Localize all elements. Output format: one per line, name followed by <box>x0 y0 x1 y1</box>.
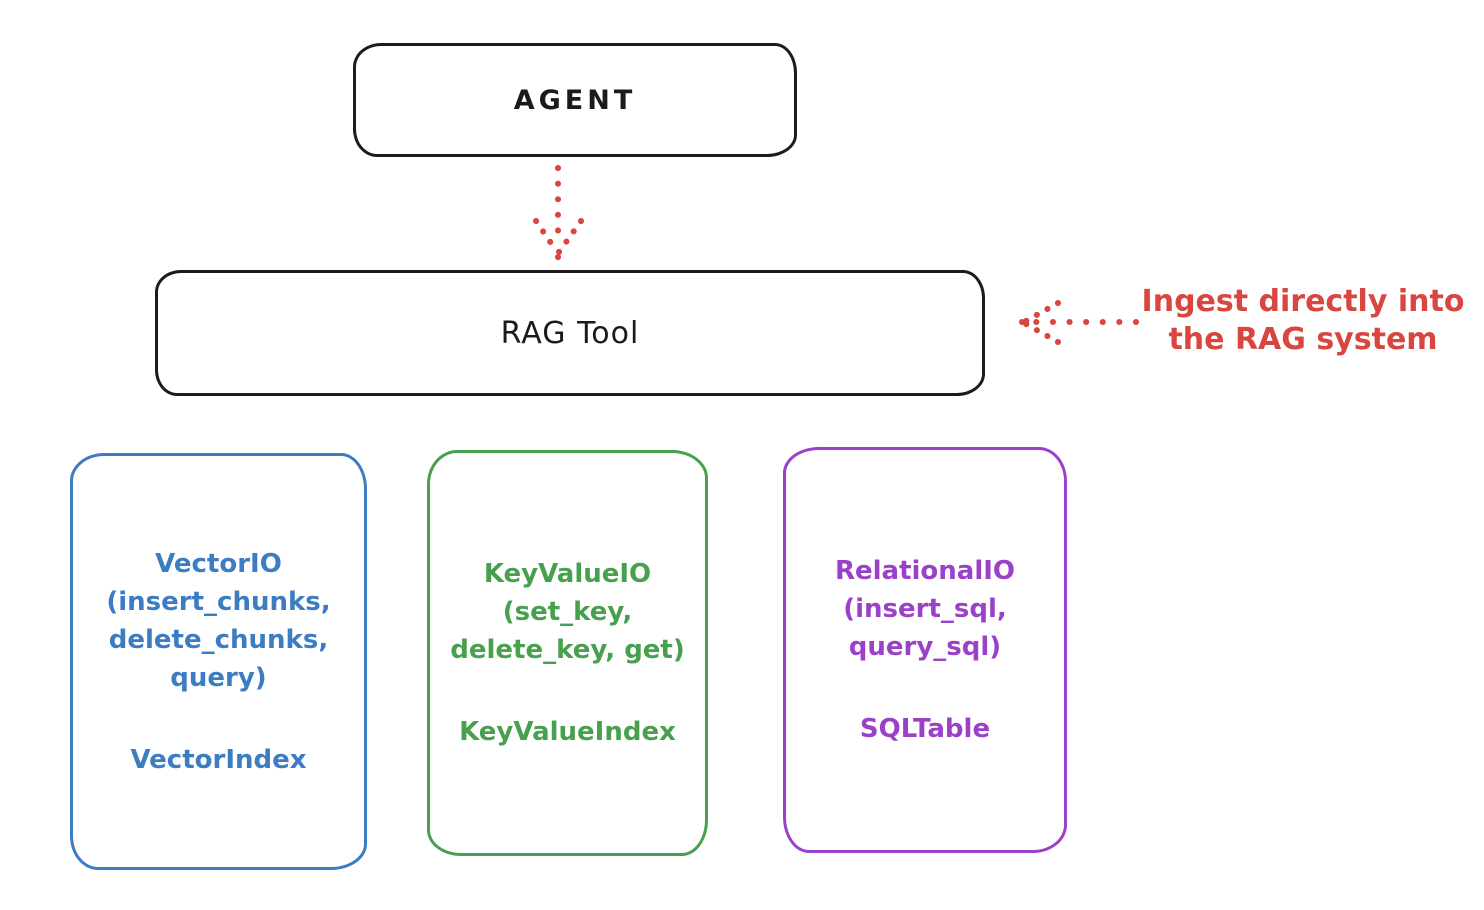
ingest-annotation-line1: Ingest directly into <box>1141 284 1465 319</box>
keyvalue-io-line: KeyValueIO <box>483 559 652 589</box>
relational-io-line: RelationalIO <box>834 556 1016 586</box>
vector-io-line: query) <box>170 662 267 693</box>
relational-io-line: (insert_sql, <box>843 594 1007 624</box>
relational-io-methods: RelationalIO (insert_sql, query_sql) <box>835 552 1015 666</box>
agent-box-label: AGENT <box>513 84 637 116</box>
relational-io-box: RelationalIO (insert_sql, query_sql) SQL… <box>783 447 1067 853</box>
vector-io-box: VectorIO (insert_chunks, delete_chunks, … <box>70 453 367 870</box>
ingest-annotation: Ingest directly into the RAG system <box>1128 283 1478 359</box>
keyvalue-io-line: delete_key, get) <box>450 635 685 665</box>
vector-io-methods: VectorIO (insert_chunks, delete_chunks, … <box>106 545 330 697</box>
keyvalue-index-label: KeyValueIndex <box>459 717 676 747</box>
keyvalue-io-box: KeyValueIO (set_key, delete_key, get) Ke… <box>427 450 708 856</box>
rag-tool-box-label: RAG Tool <box>500 315 640 351</box>
relational-io-line: query_sql) <box>848 632 1002 662</box>
agent-to-rag-arrow-icon <box>533 165 584 261</box>
vector-io-line: delete_chunks, <box>108 624 329 655</box>
keyvalue-io-methods: KeyValueIO (set_key, delete_key, get) <box>450 555 685 669</box>
vector-io-line: (insert_chunks, <box>106 586 331 617</box>
sql-table-label: SQLTable <box>859 714 991 744</box>
keyvalue-io-line: (set_key, <box>502 597 633 627</box>
vector-index-label: VectorIndex <box>130 744 307 775</box>
rag-tool-box: RAG Tool <box>155 270 985 396</box>
ingest-annotation-line2: the RAG system <box>1168 322 1438 357</box>
vector-io-line: VectorIO <box>155 548 282 579</box>
agent-box: AGENT <box>353 43 797 157</box>
ingest-arrow-icon <box>1019 300 1139 345</box>
